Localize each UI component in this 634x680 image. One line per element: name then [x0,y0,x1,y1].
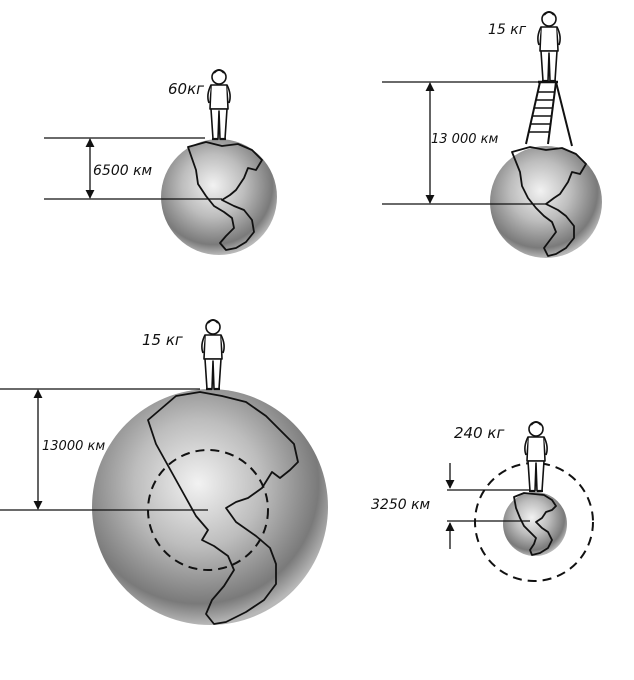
continent-outline [513,492,557,556]
weight-label: 240 кг [454,424,504,442]
person-figure [523,420,549,493]
panel-big-earth: 13000 км 15 кг [0,318,328,625]
panel-small-earth: 3250 км 240 кг [371,420,594,582]
person-figure [206,68,232,141]
person-figure [536,10,562,83]
earth-globe [503,492,567,556]
weight-label: 60кг [168,80,204,98]
continent-outline [511,146,587,257]
earth-globe [92,389,328,625]
radius-label: 13 000 км [431,132,498,147]
weight-label: 15 кг [142,331,183,349]
continent-outline [187,141,263,251]
panel-baseline: 6500 км 60кг [44,68,277,255]
ladder [525,80,573,147]
radius-label: 13000 км [42,439,105,454]
radius-label: 3250 км [371,497,431,513]
weight-label: 15 кг [488,22,527,38]
continent-outline [147,391,299,625]
person-figure [200,318,226,391]
radius-label: 6500 км [93,163,153,179]
panel-ladder: 13 000 км 15 кг [382,10,602,258]
